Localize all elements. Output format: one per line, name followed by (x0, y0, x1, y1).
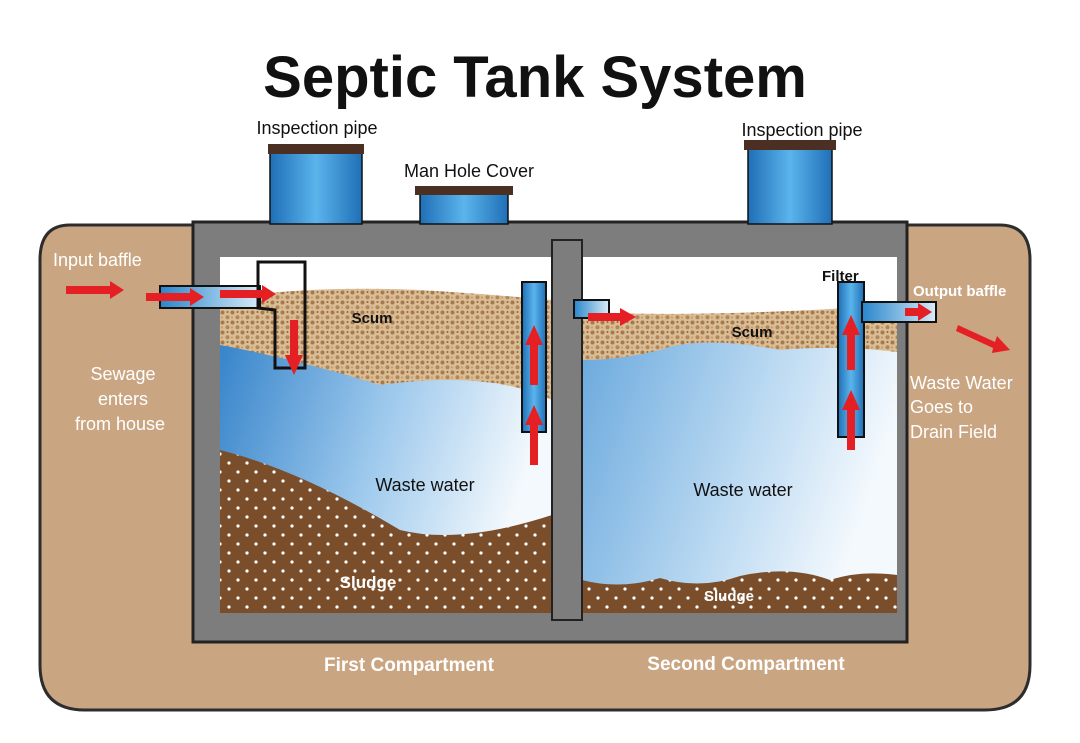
arrow-baffle-up-2 (525, 325, 543, 385)
label-output-baffle: Output baffle (913, 283, 1006, 300)
waste-water-2 (582, 335, 897, 613)
label-second-compartment: Second Compartment (647, 654, 845, 675)
arrow-outlet (905, 303, 932, 321)
sludge-layer-2 (582, 571, 897, 613)
label-drain-line1: Waste Water (910, 373, 1013, 393)
scum-layer-1 (220, 288, 552, 400)
arrow-transfer (588, 308, 636, 326)
label-sludge-1: Sludge (340, 573, 397, 592)
page-title: Septic Tank System (263, 45, 807, 110)
sludge-layer-1 (220, 450, 552, 613)
label-manhole-cover: Man Hole Cover (404, 161, 534, 181)
label-drain-line3: Drain Field (910, 422, 997, 442)
flow-arrows (66, 281, 1010, 465)
arrow-inlet-pipe (146, 288, 204, 306)
arrow-inlet-inside (220, 285, 276, 303)
label-sewage-line2: enters (98, 389, 148, 409)
scum-layer-2 (582, 305, 897, 360)
manhole-cover (415, 186, 513, 225)
label-sewage-line3: from house (75, 414, 165, 434)
label-filter: Filter (822, 268, 859, 285)
first-compartment (220, 245, 552, 613)
arrow-drain (956, 325, 1010, 353)
arrow-filter-up-2 (842, 315, 860, 370)
output-baffle-pipe (861, 301, 937, 323)
label-waste-water-2: Waste water (693, 480, 792, 500)
arrow-inlet-down (285, 320, 303, 375)
label-scum-1: Scum (352, 310, 393, 327)
label-waste-water-1: Waste water (375, 475, 474, 495)
divider-wall (551, 239, 583, 621)
tank-ceiling-2 (582, 245, 897, 257)
label-first-compartment: First Compartment (324, 655, 495, 676)
inspection-pipe-right (744, 140, 836, 225)
label-inspection-pipe-left: Inspection pipe (256, 118, 377, 138)
arrow-filter-up-1 (842, 390, 860, 450)
label-input-baffle: Input baffle (53, 250, 142, 270)
label-sewage-line1: Sewage (90, 364, 155, 384)
inspection-pipe-left (268, 144, 364, 225)
arrow-baffle-up-1 (525, 405, 543, 465)
label-sludge-2: Sludge (704, 588, 754, 605)
tank-ceiling-1 (220, 245, 552, 257)
label-scum-2: Scum (732, 324, 773, 341)
label-drain-line2: Goes to (910, 397, 973, 417)
arrow-sewage-in (66, 281, 124, 299)
label-inspection-pipe-right: Inspection pipe (741, 120, 862, 140)
